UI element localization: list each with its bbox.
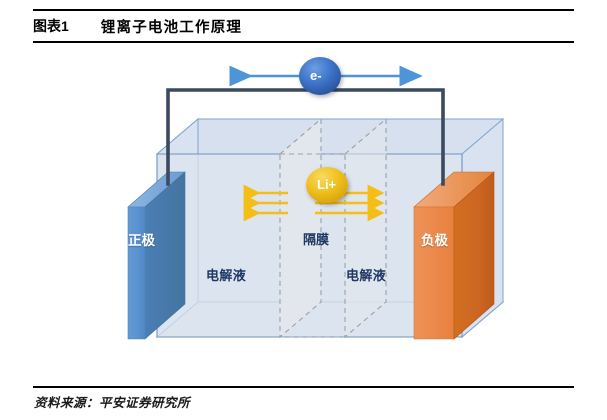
electron-sphere (299, 57, 341, 95)
lithium-ion-sphere (306, 167, 348, 203)
page-title: 锂离子电池工作原理 (100, 19, 243, 36)
battery-diagram-svg (127, 57, 505, 340)
header-rule-top (33, 9, 574, 11)
anode-electrode (413, 171, 495, 340)
circuit-wire (166, 88, 445, 186)
figure-title-row: 图表1 锂离子电池工作原理 (33, 12, 574, 40)
figure-number: 图表1 (33, 18, 69, 34)
footer-rule (33, 386, 574, 388)
battery-diagram: e- Li+ 正极 负极 隔膜 电解液 电解液 (0, 44, 607, 384)
cathode-electrode (127, 171, 186, 340)
separator-slab (279, 117, 387, 339)
ion-flow-arrows-left (243, 184, 288, 222)
source-note: 资料来源：平安证券研究所 (34, 396, 191, 410)
header-rule-bottom (33, 41, 574, 43)
